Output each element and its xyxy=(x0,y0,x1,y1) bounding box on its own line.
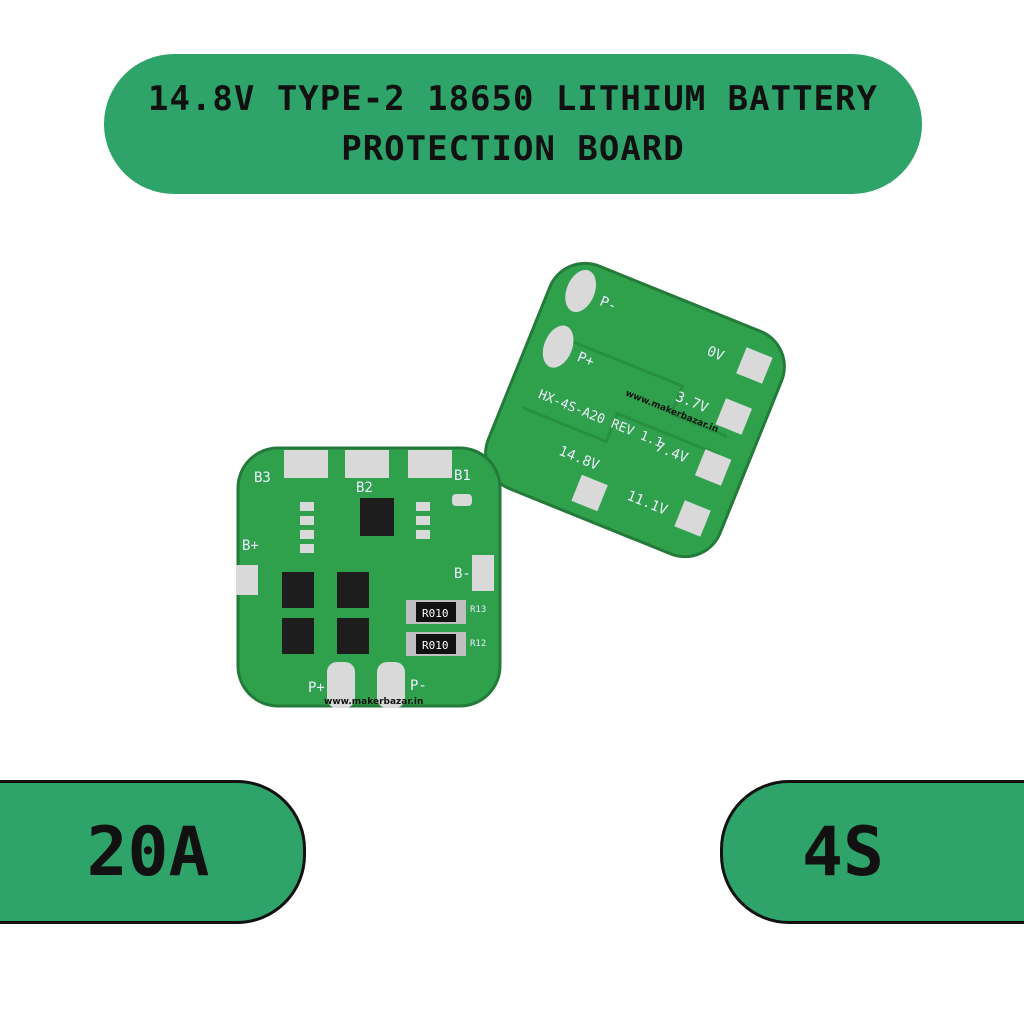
title-line-1: 14.8V TYPE-2 18650 LITHIUM BATTERY xyxy=(148,79,878,119)
front-resistor-ref-1: R13 xyxy=(470,605,486,615)
front-label-pminus: P- xyxy=(410,678,427,694)
front-label-b3: B3 xyxy=(254,470,271,486)
series-count-badge: 4S xyxy=(720,780,1024,924)
front-label-b2: B2 xyxy=(356,480,373,496)
front-label-pplus: P+ xyxy=(308,680,325,696)
front-resistor-code-1: R010 xyxy=(422,607,449,620)
front-watermark: www.makerbazar.in xyxy=(324,697,423,707)
pcb-back-image: 0V 3.7V 7.4V 11.1V 14.8V P- P+ HX-4S-A20… xyxy=(484,261,786,559)
title-banner: 14.8V TYPE-2 18650 LITHIUM BATTERY PROTE… xyxy=(104,54,922,194)
current-rating-text: 20A xyxy=(86,812,210,892)
front-label-bminus: B- xyxy=(454,566,471,582)
pcb-front-image: R010 R010 R13 R12 B3 B2 B1 B+ B- P+ P- w… xyxy=(236,446,502,708)
front-resistor-code-2: R010 xyxy=(422,639,449,652)
back-label-0v: 0V xyxy=(704,343,726,364)
back-label-pplus: P+ xyxy=(575,349,597,370)
front-resistor-ref-2: R12 xyxy=(470,639,486,649)
front-label-bplus: B+ xyxy=(242,538,259,554)
series-count-text: 4S xyxy=(802,812,884,892)
back-label-pminus: P- xyxy=(597,294,619,315)
title-line-2: PROTECTION BOARD xyxy=(341,129,685,169)
current-rating-badge: 20A xyxy=(0,780,306,924)
front-label-b1: B1 xyxy=(454,468,471,484)
